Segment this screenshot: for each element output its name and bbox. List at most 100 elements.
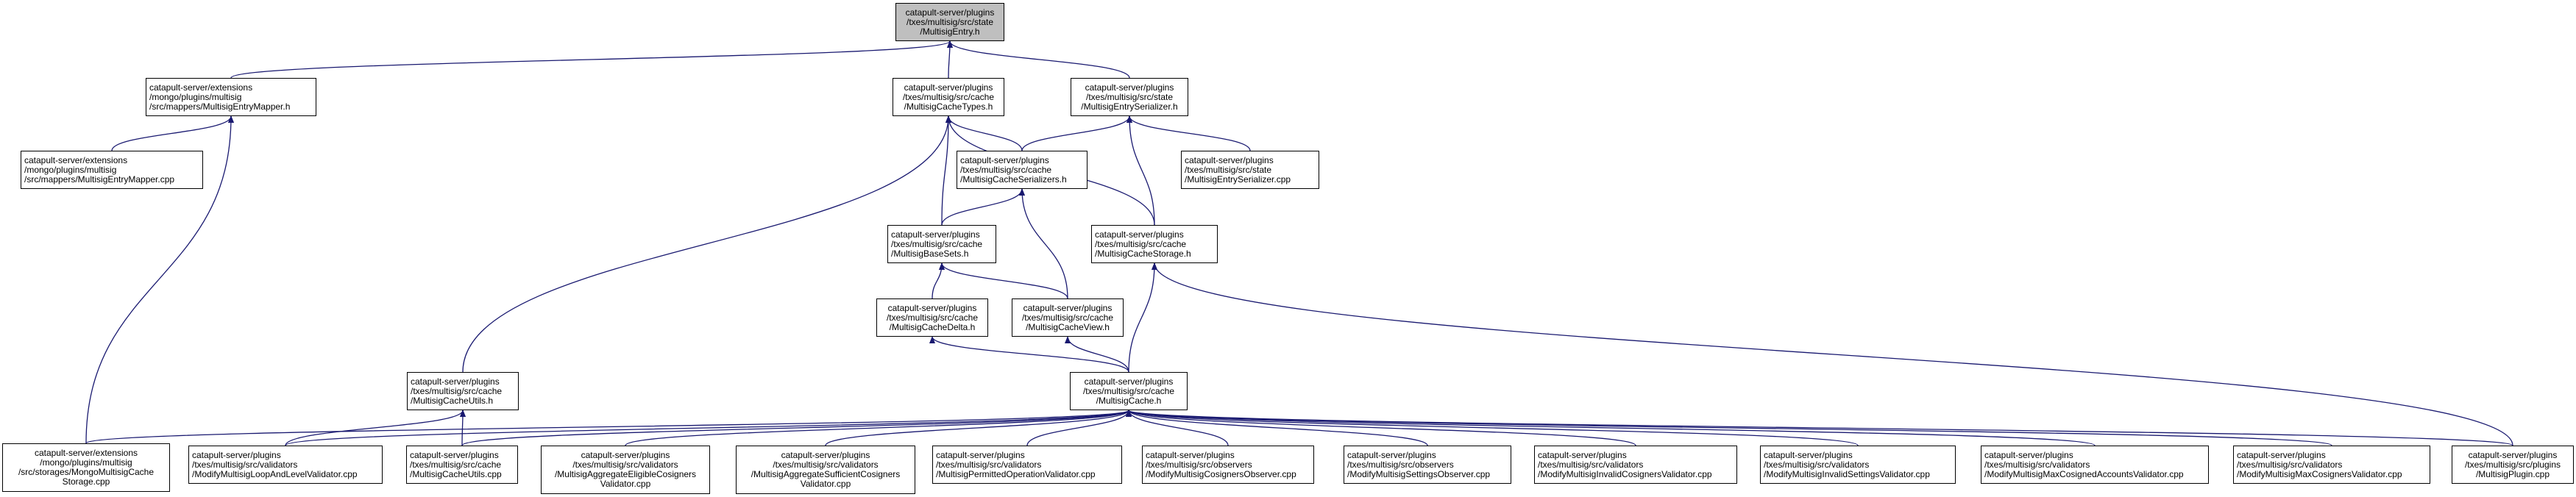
- node-label-line: /mongo/plugins/multisig: [40, 457, 132, 468]
- node-label-line: /txes/multisig/src/cache: [1095, 238, 1187, 249]
- graph-node-cosignersobs-cpp[interactable]: catapult-server/plugins/txes/multisig/sr…: [1142, 446, 1314, 484]
- graph-node-looplevel-cpp[interactable]: catapult-server/plugins/txes/multisig/sr…: [188, 446, 383, 484]
- node-label-line: /ModifyMultisigInvalidCosignersValidator…: [1538, 468, 1712, 479]
- edge-invalidsettings-cpp-to-cache-h: [1126, 410, 1859, 446]
- node-label-line: /MultisigCacheStorage.h: [1095, 248, 1191, 259]
- node-label-line: catapult-server/plugins: [581, 450, 670, 460]
- node-label-line: /txes/multisig/src/cache: [891, 238, 983, 249]
- node-label-line: /txes/multisig/src/cache: [1082, 385, 1175, 396]
- edge-cachestorage-h-to-entryserializer-h: [1126, 115, 1155, 226]
- node-label-line: /txes/multisig/src/observers: [1146, 459, 1252, 470]
- edge-permittedop-cpp-to-cache-h: [1026, 410, 1132, 446]
- edge-cachetypes-h-to-root: [946, 40, 953, 79]
- node-label-line: /MultisigCacheTypes.h: [904, 101, 993, 112]
- graph-node-cacheutils-h[interactable]: catapult-server/plugins/txes/multisig/sr…: [407, 372, 519, 410]
- node-label-line: /mongo/plugins/multisig: [24, 164, 117, 175]
- node-label-line: /txes/multisig/src/cache: [960, 164, 1052, 175]
- node-label-line: /txes/multisig/src/cache: [1021, 312, 1114, 323]
- node-label-line: catapult-server/plugins: [905, 7, 995, 18]
- edge-plugin-cpp-to-cache-h: [1126, 410, 2513, 446]
- node-label-line: catapult-server/plugins: [1084, 376, 1174, 387]
- node-label-line: /txes/multisig/src/state: [1085, 91, 1174, 102]
- node-label-line: /src/storages/MongoMultisigCache: [18, 467, 155, 477]
- edge-mongostorage-cpp-to-mapper-h: [85, 115, 234, 444]
- node-label-line: /MultisigCacheSerializers.h: [960, 174, 1067, 185]
- node-label-line: /txes/multisig/src/validators: [1984, 459, 2090, 470]
- edge-cacheserializers-h-to-cachetypes-h: [945, 115, 1023, 151]
- node-label-line: /MultisigCacheDelta.h: [889, 321, 976, 332]
- graph-node-settingsobs-cpp[interactable]: catapult-server/plugins/txes/multisig/sr…: [1344, 446, 1511, 484]
- node-label-line: catapult-server/plugins: [960, 154, 1049, 165]
- node-label-line: /txes/multisig/src/validators: [1538, 459, 1644, 470]
- edge-settingsobs-cpp-to-cache-h: [1126, 410, 1428, 446]
- node-label-line: catapult-server/plugins: [1085, 82, 1174, 93]
- graph-node-cacheutils-cpp[interactable]: catapult-server/plugins/txes/multisig/sr…: [406, 446, 518, 484]
- edge-basesets-h-to-cachetypes-h: [941, 115, 951, 226]
- graph-node-cachestorage-h[interactable]: catapult-server/plugins/txes/multisig/sr…: [1091, 225, 1218, 263]
- node-label-line: Storage.cpp: [62, 476, 110, 487]
- graph-node-cachetypes-h[interactable]: catapult-server/plugins/txes/multisig/sr…: [893, 78, 1004, 116]
- node-label-line: /MultisigBaseSets.h: [891, 248, 969, 259]
- graph-node-root[interactable]: catapult-server/plugins/txes/multisig/sr…: [895, 3, 1004, 41]
- graph-node-cachedelta-h[interactable]: catapult-server/plugins/txes/multisig/sr…: [876, 298, 988, 337]
- node-label-line: catapult-server/plugins: [192, 449, 281, 460]
- node-label-line: catapult-server/extensions: [34, 448, 138, 458]
- graph-node-mapper-h[interactable]: catapult-server/extensions/mongo/plugins…: [146, 78, 316, 116]
- node-label-line: catapult-server/plugins: [410, 449, 499, 460]
- node-label-line: catapult-server/plugins: [411, 376, 500, 387]
- graph-node-cacheview-h[interactable]: catapult-server/plugins/txes/multisig/sr…: [1012, 298, 1124, 337]
- node-label-line: /ModifyMultisigMaxCosignedAccountsValida…: [1984, 468, 2184, 479]
- node-label-line: /MultisigAggregateEligibleCosigners: [554, 469, 697, 479]
- node-label-line: /MultisigEntrySerializer.h: [1081, 101, 1178, 112]
- node-label-line: catapult-server/plugins: [904, 82, 993, 93]
- node-label-line: catapult-server/plugins: [1146, 449, 1235, 460]
- edge-cacheview-h-to-cacheserializers-h: [1019, 188, 1068, 299]
- node-label-line: /txes/multisig/src/cache: [886, 312, 979, 323]
- graph-node-basesets-h[interactable]: catapult-server/plugins/txes/multisig/sr…: [887, 225, 996, 263]
- graph-node-entryserializer-h[interactable]: catapult-server/plugins/txes/multisig/sr…: [1071, 78, 1188, 116]
- graph-node-plugin-cpp[interactable]: catapult-server/plugins/txes/multisig/sr…: [2452, 446, 2574, 484]
- node-label-line: /ModifyMultisigMaxCosignersValidator.cpp: [2237, 468, 2402, 479]
- node-label-line: /ModifyMultisigLoopAndLevelValidator.cpp: [192, 468, 358, 479]
- edge-aggsufficient-cpp-to-cache-h: [825, 410, 1132, 446]
- node-label-line: /txes/multisig/src/validators: [1764, 459, 1870, 470]
- node-label-line: /ModifyMultisigSettingsObserver.cpp: [1347, 468, 1491, 479]
- graph-node-permittedop-cpp[interactable]: catapult-server/plugins/txes/multisig/sr…: [932, 446, 1122, 484]
- graph-node-cache-h[interactable]: catapult-server/plugins/txes/multisig/sr…: [1070, 372, 1188, 410]
- node-label-line: catapult-server/plugins: [1984, 449, 2073, 460]
- node-label-line: catapult-server/plugins: [1095, 229, 1184, 240]
- graph-node-maxcosigned-cpp[interactable]: catapult-server/plugins/txes/multisig/sr…: [1981, 446, 2209, 484]
- graph-node-cacheserializers-h[interactable]: catapult-server/plugins/txes/multisig/sr…: [957, 151, 1087, 189]
- edge-maxcosigned-cpp-to-cache-h: [1126, 410, 2096, 446]
- node-label-line: /ModifyMultisigCosignersObserver.cpp: [1146, 468, 1296, 479]
- edge-cacheserializers-h-to-entryserializer-h: [1021, 115, 1132, 151]
- graph-node-invalidsettings-cpp[interactable]: catapult-server/plugins/txes/multisig/sr…: [1760, 446, 1956, 484]
- node-label-line: /MultisigCacheUtils.cpp: [410, 468, 502, 479]
- graph-node-invalidcosigners-cpp[interactable]: catapult-server/plugins/txes/multisig/sr…: [1534, 446, 1737, 484]
- node-label-line: /mongo/plugins/multisig: [149, 91, 242, 102]
- graph-node-aggsufficient-cpp[interactable]: catapult-server/plugins/txes/multisig/sr…: [736, 446, 915, 494]
- node-label-line: /txes/multisig/src/plugins: [2464, 459, 2561, 470]
- node-label-line: catapult-server/plugins: [2468, 449, 2558, 460]
- node-label-line: /txes/multisig/src/validators: [2237, 459, 2343, 470]
- node-label-line: catapult-server/plugins: [1538, 449, 1627, 460]
- node-label-line: /txes/multisig/src/validators: [773, 460, 879, 470]
- graph-node-mapper-cpp[interactable]: catapult-server/extensions/mongo/plugins…: [21, 151, 203, 189]
- edge-plugin-cpp-to-cachestorage-h: [1152, 262, 2513, 446]
- edge-cache-h-to-cachedelta-h: [929, 336, 1129, 373]
- node-label-line: catapult-server/plugins: [891, 229, 980, 240]
- edge-cache-h-to-cacheview-h: [1065, 336, 1129, 373]
- edge-entryserializer-cpp-to-entryserializer-h: [1126, 115, 1251, 151]
- node-label-line: catapult-server/plugins: [1347, 449, 1436, 460]
- graph-node-entryserializer-cpp[interactable]: catapult-server/plugins/txes/multisig/sr…: [1181, 151, 1319, 189]
- node-label-line: /txes/multisig/src/cache: [410, 459, 502, 470]
- node-label-line: /txes/multisig/src/state: [906, 16, 994, 27]
- graph-node-mongostorage-cpp[interactable]: catapult-server/extensions/mongo/plugins…: [2, 443, 170, 492]
- node-label-line: /txes/multisig/src/state: [1185, 164, 1272, 175]
- edge-cacheutils-cpp-to-cache-h: [461, 410, 1132, 446]
- graph-node-aggeligible-cpp[interactable]: catapult-server/plugins/txes/multisig/sr…: [541, 446, 710, 494]
- node-label-line: catapult-server/plugins: [781, 450, 870, 460]
- edge-looplevel-cpp-to-cacheutils-h: [285, 410, 466, 446]
- graph-node-maxcosigners-cpp[interactable]: catapult-server/plugins/txes/multisig/sr…: [2233, 446, 2430, 484]
- node-label-line: /src/mappers/MultisigEntryMapper.h: [149, 101, 291, 112]
